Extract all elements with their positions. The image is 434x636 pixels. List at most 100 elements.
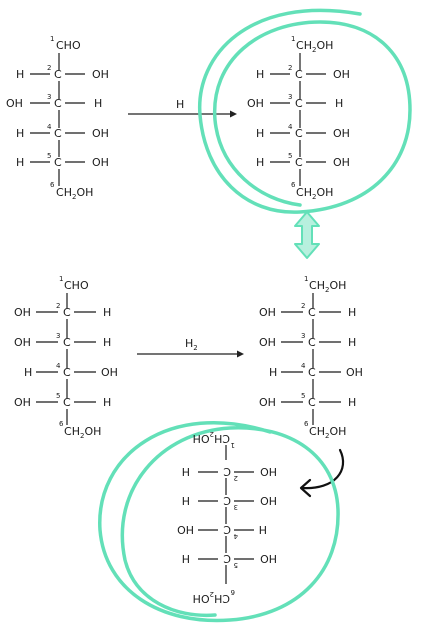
c4-left: H (256, 127, 264, 140)
c2-right: OH (333, 68, 350, 81)
c5-right: OH (92, 156, 109, 169)
c5-carbon: C (295, 156, 303, 169)
c3-right: H (103, 336, 111, 349)
c4-number: 4 (47, 123, 52, 131)
c2-carbon-rot: C (223, 465, 231, 478)
c5-right-rot: HO (260, 552, 277, 565)
c2-left: OH (14, 306, 31, 319)
c2-left: H (16, 68, 24, 81)
c5-left: OH (14, 396, 31, 409)
c6-number: 6 (304, 420, 309, 428)
c3-right: H (348, 336, 356, 349)
c5-number: 5 (288, 152, 292, 160)
c4-left: H (269, 366, 277, 379)
c4-number-rot: 4 (233, 532, 238, 540)
highlight-loop-top (198, 8, 412, 214)
c6-number: 6 (59, 420, 64, 428)
c3-left: OH (259, 336, 276, 349)
c4-carbon-rot: C (223, 523, 231, 536)
c3-carbon: C (54, 97, 62, 110)
c3-number: 3 (56, 332, 60, 340)
c5-left: H (256, 156, 264, 169)
c4-number: 4 (301, 362, 306, 370)
c2-left: OH (259, 306, 276, 319)
c4-number: 4 (56, 362, 61, 370)
highlight-loop-bottom (98, 421, 340, 623)
c2-left: H (256, 68, 264, 81)
c2-number: 2 (47, 64, 51, 72)
c3-carbon-rot: C (223, 494, 231, 507)
molecule-top-left: 1 CHO H 2 C OH OH 3 C H H 4 C OH H 5 C O… (6, 35, 109, 201)
c4-left: H (24, 366, 32, 379)
c5-carbon: C (54, 156, 62, 169)
c4-carbon: C (308, 366, 316, 379)
c2-number: 2 (301, 302, 305, 310)
c5-number: 5 (301, 392, 305, 400)
c5-number: 5 (56, 392, 60, 400)
c5-right: H (348, 396, 356, 409)
c6-group: CH2OH (56, 186, 93, 201)
bottom-number: 1 (231, 441, 235, 449)
c3-carbon: C (63, 336, 71, 349)
c4-right: OH (333, 127, 350, 140)
c4-number: 4 (288, 123, 293, 131)
c6-number: 6 (50, 181, 55, 189)
c5-carbon: C (308, 396, 316, 409)
c5-carbon: C (63, 396, 71, 409)
c5-carbon-rot: C (223, 552, 231, 565)
c3-carbon: C (295, 97, 303, 110)
c1-group: CHO (64, 279, 89, 292)
c5-left: OH (259, 396, 276, 409)
c3-number-rot: 3 (234, 503, 238, 511)
c1-group: CH2OH (309, 279, 346, 294)
c5-left: H (16, 156, 24, 169)
c4-right: OH (346, 366, 363, 379)
c3-number: 3 (301, 332, 305, 340)
c5-left-rot: H (182, 552, 190, 565)
c2-right: H (348, 306, 356, 319)
rotation-arrow (299, 448, 345, 498)
c6-number: 6 (291, 181, 296, 189)
c1-number: 1 (50, 35, 54, 43)
c2-right: OH (92, 68, 109, 81)
c3-right-rot: HO (260, 494, 277, 507)
c4-carbon: C (54, 127, 62, 140)
reaction-arrow-bottom: H2 (137, 337, 244, 358)
reaction-arrow-top: H (128, 98, 237, 118)
top-number: 6 (230, 588, 235, 596)
c5-number: 5 (47, 152, 51, 160)
c2-number: 2 (288, 64, 292, 72)
c3-left: OH (247, 97, 264, 110)
molecule-bottom-right: 1 CH2OH OH 2 C H OH 3 C H H 4 C OH OH 5 … (259, 275, 363, 440)
c3-right: H (335, 97, 343, 110)
reagent-top: H (176, 98, 184, 111)
c2-left-rot: H (182, 465, 190, 478)
c2-carbon: C (54, 68, 62, 81)
c6-group: CH2OH (64, 425, 101, 440)
equivalence-double-arrow (294, 211, 320, 259)
reagent-bottom: H2 (185, 337, 198, 352)
bottom-group: CH2OH (193, 430, 230, 445)
c3-left: OH (6, 97, 23, 110)
c4-right: OH (92, 127, 109, 140)
c4-right: OH (101, 366, 118, 379)
c4-right-rot: H (259, 523, 267, 536)
c3-left: OH (14, 336, 31, 349)
c1-group: CHO (56, 39, 81, 52)
c4-left-rot: HO (177, 523, 194, 536)
molecule-rotated: 1 CH2OH H 2 C HO H 3 C HO HO 4 C H H 5 C… (177, 430, 277, 605)
c1-number: 1 (291, 35, 295, 43)
c2-number: 2 (56, 302, 60, 310)
c6-group: CH2OH (296, 186, 333, 201)
c1-group: CH2OH (296, 39, 333, 54)
c2-right: H (103, 306, 111, 319)
c5-right: OH (333, 156, 350, 169)
c3-left-rot: H (182, 494, 190, 507)
c4-carbon: C (63, 366, 71, 379)
molecule-bottom-left: 1 CHO OH 2 C H OH 3 C H H 4 C OH OH 5 C … (14, 275, 118, 440)
c2-carbon: C (63, 306, 71, 319)
c5-right: H (103, 396, 111, 409)
c3-carbon: C (308, 336, 316, 349)
c5-number-rot: 5 (234, 561, 238, 569)
